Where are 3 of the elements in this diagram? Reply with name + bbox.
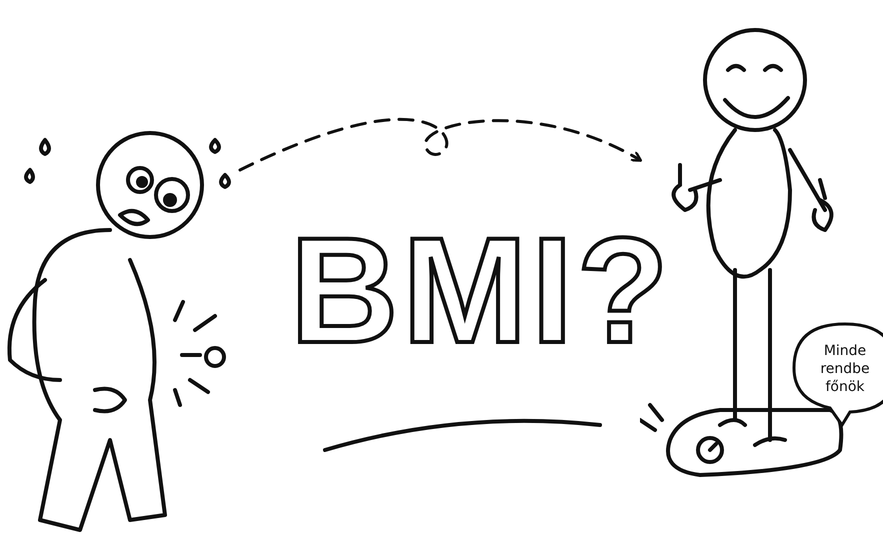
speech-text: Minde rendbe főnök	[819, 342, 871, 396]
curved-arrow	[238, 118, 642, 172]
heading-text: BMI?	[290, 215, 673, 365]
